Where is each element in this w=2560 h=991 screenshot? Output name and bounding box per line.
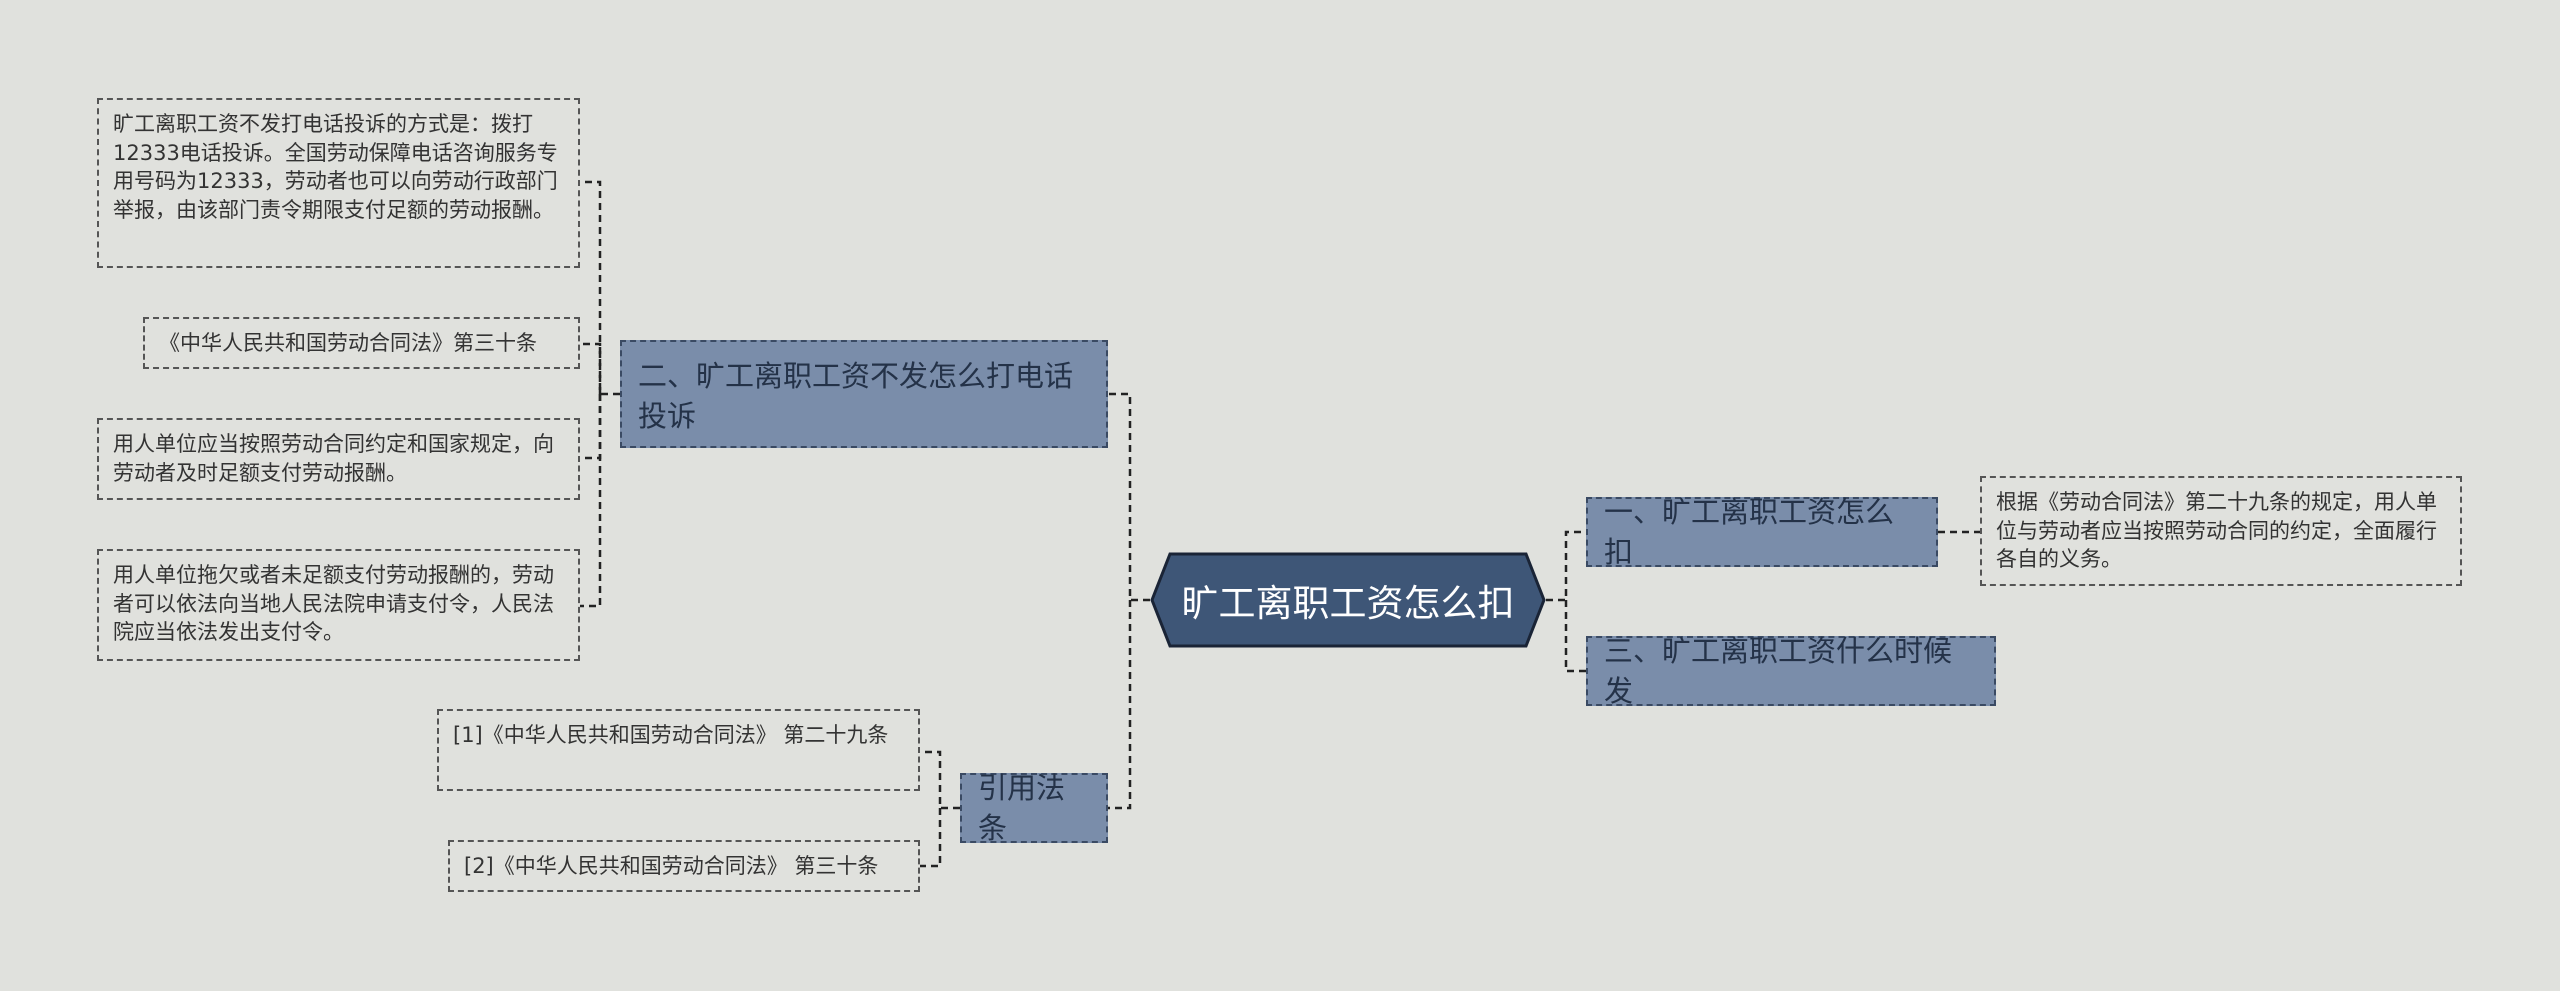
edge-central-topic1	[1546, 530, 1586, 602]
note-payment-order-text: 用人单位拖欠或者未足额支付劳动报酬的，劳动者可以依法向当地人民法院申请支付令，人…	[113, 563, 554, 644]
note-law-article-30-text: 《中华人民共和国劳动合同法》第三十条	[159, 330, 537, 355]
edge-central-topic2	[1108, 392, 1150, 602]
note-topic1-detail-text: 根据《劳动合同法》第二十九条的规定，用人单位与劳动者应当按照劳动合同的约定，全面…	[1996, 490, 2437, 571]
central-topic[interactable]: 旷工离职工资怎么扣	[1150, 552, 1546, 648]
central-topic-label: 旷工离职工资怎么扣	[1181, 582, 1515, 625]
topic-4-label: 引用法条	[978, 771, 1066, 845]
edge-central-topic4	[1108, 600, 1132, 810]
topic-4[interactable]: 引用法条	[960, 771, 1108, 845]
note-ref-article-29[interactable]: [1]《中华人民共和国劳动合同法》 第二十九条	[437, 709, 920, 791]
edge-central-topic3	[1564, 600, 1586, 673]
note-ref-article-30[interactable]: [2]《中华人民共和国劳动合同法》 第三十条	[448, 840, 920, 892]
edge-topic2-notes	[580, 180, 620, 396]
note-timely-payment[interactable]: 用人单位应当按照劳动合同约定和国家规定，向劳动者及时足额支付劳动报酬。	[97, 418, 580, 500]
note-complaint-method[interactable]: 旷工离职工资不发打电话投诉的方式是：拨打12333电话投诉。全国劳动保障电话咨询…	[97, 98, 580, 268]
note-ref-article-30-text: [2]《中华人民共和国劳动合同法》 第三十条	[464, 853, 879, 878]
topic-1[interactable]: 一、旷工离职工资怎么扣	[1586, 495, 1938, 569]
topic-2[interactable]: 二、旷工离职工资不发怎么打电话投诉	[620, 340, 1108, 448]
topic-2-label: 二、旷工离职工资不发怎么打电话投诉	[638, 359, 1074, 433]
topic-1-label: 一、旷工离职工资怎么扣	[1604, 495, 1895, 569]
edge-topic4-notes	[920, 750, 960, 810]
central-topic-shape	[1150, 552, 1546, 648]
topic-3-label: 三、旷工离职工资什么时候发	[1604, 634, 1953, 708]
topic-3[interactable]: 三、旷工离职工资什么时候发	[1586, 634, 1996, 708]
note-complaint-method-text: 旷工离职工资不发打电话投诉的方式是：拨打12333电话投诉。全国劳动保障电话咨询…	[113, 112, 558, 222]
note-ref-article-29-text: [1]《中华人民共和国劳动合同法》 第二十九条	[453, 723, 889, 747]
note-topic1-detail[interactable]: 根据《劳动合同法》第二十九条的规定，用人单位与劳动者应当按照劳动合同的约定，全面…	[1980, 476, 2462, 586]
note-timely-payment-text: 用人单位应当按照劳动合同约定和国家规定，向劳动者及时足额支付劳动报酬。	[113, 432, 554, 485]
note-payment-order[interactable]: 用人单位拖欠或者未足额支付劳动报酬的，劳动者可以依法向当地人民法院申请支付令，人…	[97, 549, 580, 661]
note-law-article-30[interactable]: 《中华人民共和国劳动合同法》第三十条	[143, 317, 580, 369]
